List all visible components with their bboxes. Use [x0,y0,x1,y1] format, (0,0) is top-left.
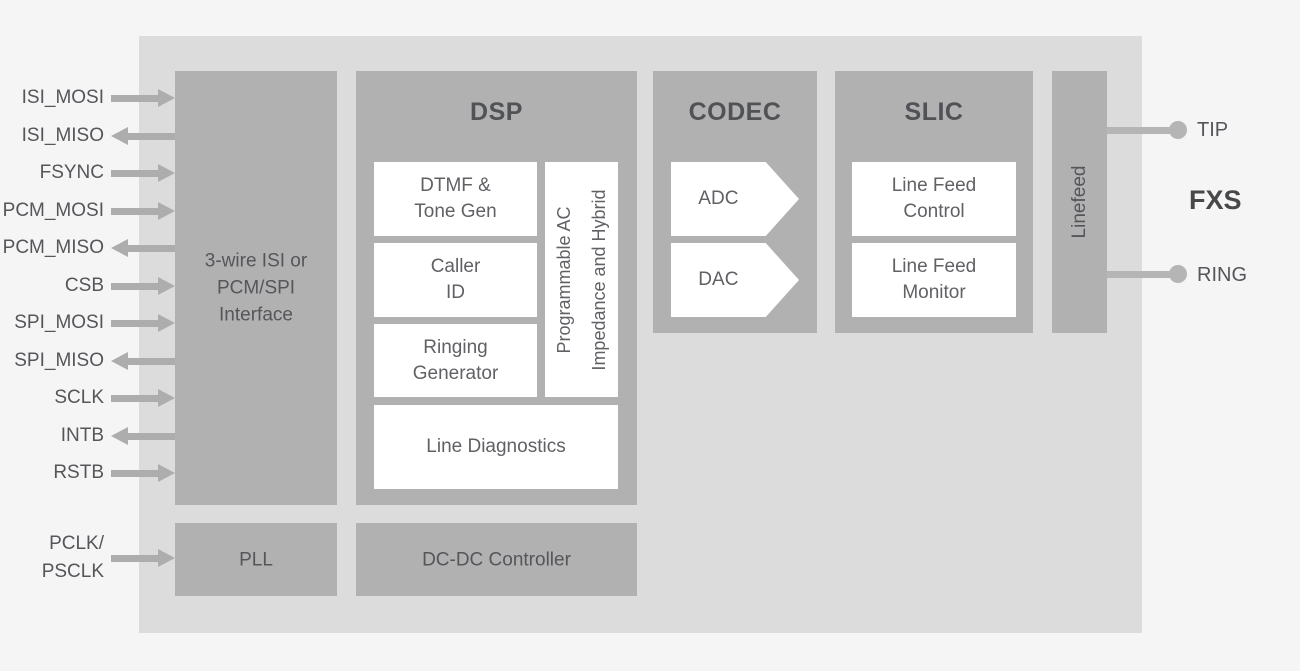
pin-arrow-in [111,89,175,107]
arrow-head-icon [158,389,175,407]
arrow-bar [111,170,159,177]
adc-label: ADC [698,188,739,209]
arrow-bar [127,245,175,252]
linefeed-label: Linefeed [1068,165,1090,239]
pll-block: PLL [175,523,337,596]
pin-arrow-in [111,314,175,332]
adc-block: ADC [671,162,799,236]
arrow-bar [127,133,175,140]
ring-terminal-dot [1169,265,1187,283]
pin-arrow-out [111,127,175,145]
line-diagnostics-block: Line Diagnostics [374,405,618,489]
pin-label: ISI_MISO [21,125,104,146]
arrow-head-icon [158,202,175,220]
dcdc-controller-block: DC-DC Controller [356,523,637,596]
pin-label: SPI_MISO [14,350,104,371]
arrow-bar [127,358,175,365]
codec-block: CODEC ADC DAC [653,71,817,333]
dsp-block: DSP DTMF & Tone Gen Caller ID Ringing Ge… [356,71,637,505]
arrow-head-icon [111,352,128,370]
pin-arrow-out [111,239,175,257]
line-feed-control-block: Line Feed Control [852,162,1016,236]
arrow-bar [127,433,175,440]
pin-label: PCM_MISO [2,237,104,258]
arrow-bar [111,395,159,402]
codec-title: CODEC [688,98,782,126]
pin-label: RSTB [53,462,104,483]
ring-label: RING [1197,264,1247,286]
pin-arrow-in [111,202,175,220]
pin-label: FSYNC [39,162,104,183]
pin-label-pclk: PCLK/ PSCLK [41,533,104,582]
pin-label: SCLK [54,387,104,408]
arrow-head-icon [158,549,175,567]
pin-arrow-out [111,427,175,445]
programmable-ac-block: Programmable AC Impedance and Hybrid [545,162,618,397]
pin-arrow-in [111,389,175,407]
arrow-bar [111,470,159,477]
dac-block: DAC [671,243,799,317]
dcdc-controller-label: DC-DC Controller [422,549,571,570]
arrow-bar [111,555,159,562]
arrow-head-icon [158,464,175,482]
arrow-head-icon [158,277,175,295]
pin-label: SPI_MOSI [14,312,104,333]
dtmf-tone-gen-block: DTMF & Tone Gen [374,162,537,236]
arrow-bar [111,208,159,215]
pin-label: INTB [60,425,104,446]
interface-block: 3-wire ISI or PCM/SPI Interface [175,71,337,505]
pin-label: PCM_MOSI [2,200,104,221]
tip-wire [1107,127,1177,134]
pin-arrow-in [111,549,175,567]
pin-arrow-in [111,277,175,295]
tip-label: TIP [1197,119,1229,141]
arrow-head-icon [158,314,175,332]
arrow-bar [111,95,159,102]
pin-label: CSB [64,275,104,296]
arrow-head-icon [158,89,175,107]
caller-id-block: Caller ID [374,243,537,317]
slic-title: SLIC [904,98,964,126]
pll-label: PLL [239,549,273,570]
slic-block: SLIC Line Feed Control Line Feed Monitor [835,71,1033,333]
dsp-title: DSP [470,98,523,126]
dac-label: DAC [698,269,739,290]
fxs-port-label: FXS [1189,185,1242,215]
linefeed-block: Linefeed [1052,71,1107,333]
line-feed-monitor-block: Line Feed Monitor [852,243,1016,317]
ringing-generator-block: Ringing Generator [374,324,537,397]
ring-wire [1107,271,1177,278]
arrow-head-icon [158,164,175,182]
arrow-head-icon [111,427,128,445]
pin-label: ISI_MOSI [21,87,104,108]
arrow-head-icon [111,239,128,257]
pin-arrow-in [111,464,175,482]
tip-terminal-dot [1169,121,1187,139]
arrow-bar [111,320,159,327]
arrow-head-icon [111,127,128,145]
pin-arrow-out [111,352,175,370]
arrow-bar [111,283,159,290]
interface-block-label: 3-wire ISI or PCM/SPI Interface [204,250,308,326]
pin-arrow-in [111,164,175,182]
programmable-ac-label: Programmable AC Impedance and Hybrid [553,188,609,371]
